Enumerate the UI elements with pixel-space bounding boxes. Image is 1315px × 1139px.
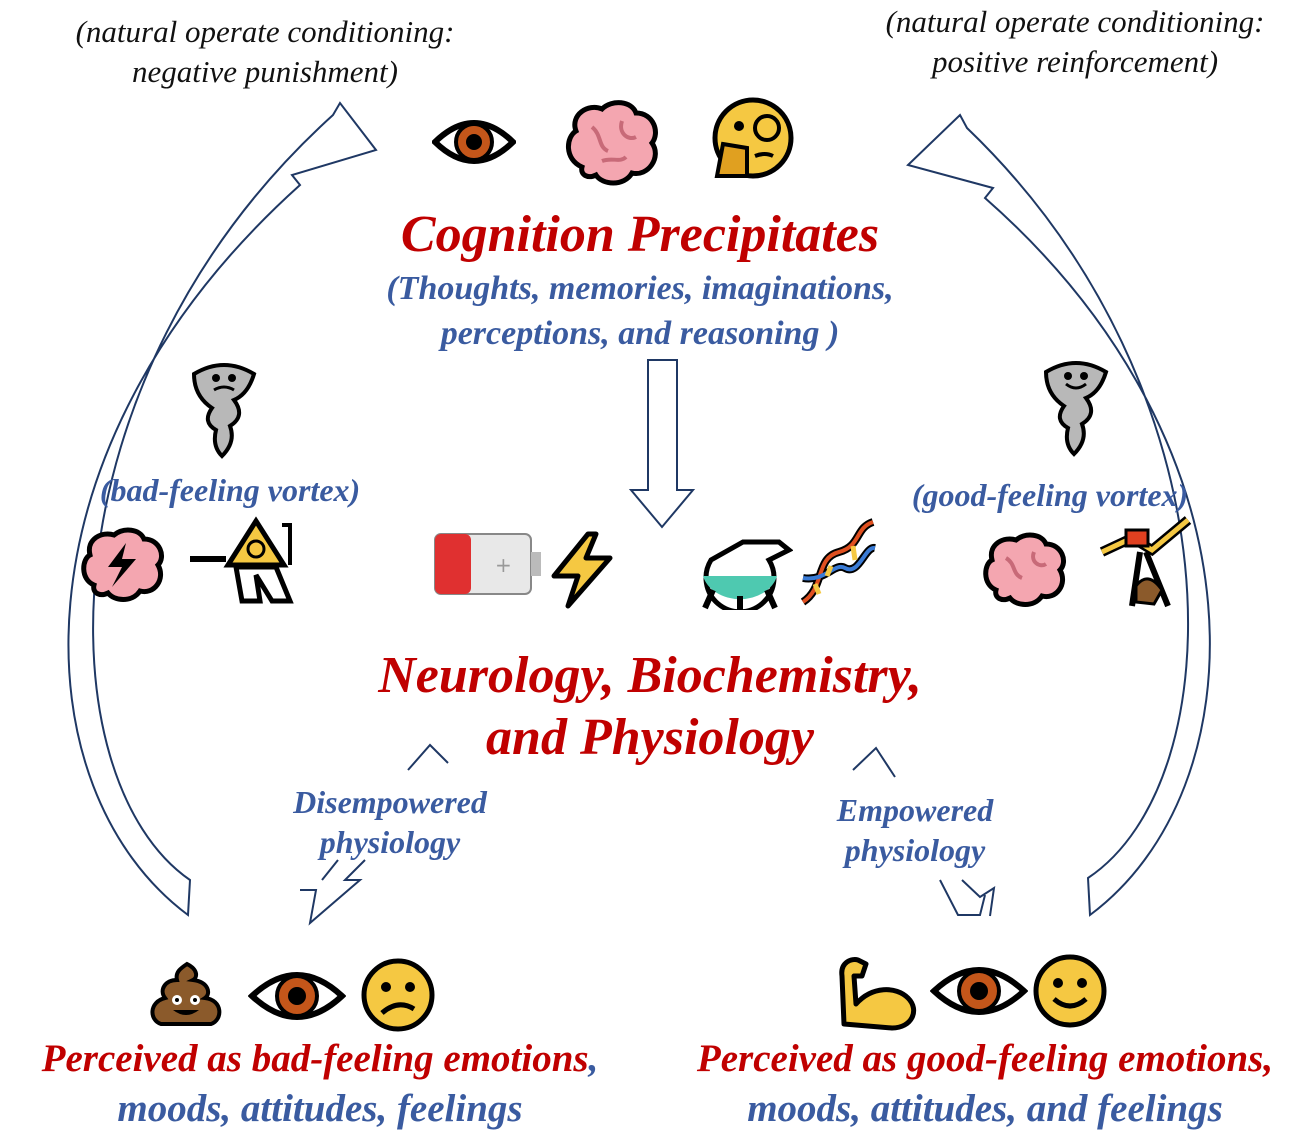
svg-text:+: +: [495, 553, 512, 577]
frowning-face-icon: [360, 957, 436, 1038]
right-conditioning-note: (natural operate conditioning: positive …: [840, 2, 1310, 82]
down-block-arrow: [628, 359, 696, 529]
cognition-subtitle: (Thoughts, memories, imaginations, perce…: [300, 266, 980, 356]
right-lower-arrow-tip: [939, 879, 986, 916]
right-note-line1: (natural operate conditioning:: [885, 4, 1265, 39]
good-feeling-caption-line2: moods, attitudes, and feelings: [747, 1087, 1223, 1130]
right-note-line2: positive reinforcement): [931, 44, 1219, 79]
good-feeling-caption-line1: Perceived as good-feeling emotions,: [696, 1037, 1274, 1080]
cognition-title: Cognition Precipitates: [400, 206, 880, 263]
eye-icon: [247, 960, 347, 1037]
brain-icon: [980, 530, 1070, 613]
eye-icon: [430, 112, 518, 177]
cartwheel-person-icon: [1092, 508, 1202, 617]
dna-icon: [795, 518, 879, 613]
left-note-line2: negative punishment): [131, 54, 398, 89]
neurology-title: Neurology, Biochemistry, and Physiology: [300, 645, 1000, 769]
right-curved-arrow: [906, 113, 1211, 917]
bad-feeling-caption-text: Perceived as bad-feeling emotions: [41, 1037, 589, 1080]
battery-icon: +: [433, 528, 543, 605]
left-upper-chevron: [407, 743, 449, 771]
bad-vortex-label: (bad-feeling vortex): [99, 472, 361, 508]
empowered-line1: Empowered: [836, 792, 994, 828]
cognition-subtitle-line2: perceptions, and reasoning ): [440, 315, 840, 352]
tornado-icon: [1040, 358, 1112, 463]
left-note-line1: (natural operate conditioning:: [75, 14, 455, 49]
left-lower-arrow-tip: [300, 859, 366, 926]
bad-feeling-caption: Perceived as bad-feeling emotions, moods…: [0, 1034, 640, 1134]
thinking-face-monocle-icon: [703, 96, 803, 185]
good-vortex-label: (good-feeling vortex): [911, 477, 1189, 513]
brain-icon: [562, 97, 662, 192]
disempowered-label: Disempowered physiology: [240, 782, 540, 862]
smiling-face-icon: [1032, 953, 1108, 1034]
brain-lightning-icon: [78, 525, 168, 608]
poop-icon: [147, 960, 225, 1037]
neurology-title-line1: Neurology, Biochemistry,: [378, 647, 922, 704]
right-upper-chevron: [852, 746, 896, 778]
empowered-label: Empowered physiology: [765, 790, 1065, 870]
bad-feeling-caption-comma: ,: [588, 1037, 599, 1080]
left-conditioning-note: (natural operate conditioning: negative …: [25, 12, 505, 92]
lightning-icon: [548, 530, 618, 615]
left-curved-arrow: [67, 101, 378, 917]
flask-icon: [693, 520, 794, 615]
eye-icon: [929, 955, 1029, 1032]
empowered-line2: physiology: [844, 832, 986, 868]
disempowered-line1: Disempowered: [293, 784, 487, 820]
flexed-biceps-icon: [836, 952, 922, 1037]
bad-feeling-caption-line2: moods, attitudes, feelings: [117, 1087, 523, 1130]
bad-feeling-caption-line1: Perceived as bad-feeling emotions,: [0, 1034, 640, 1084]
good-feeling-caption: Perceived as good-feeling emotions, mood…: [655, 1034, 1315, 1134]
disempowered-line2: physiology: [319, 824, 461, 860]
cognition-subtitle-line1: (Thoughts, memories, imaginations,: [386, 270, 894, 307]
tornado-icon: [188, 360, 260, 465]
neurology-title-line2: and Physiology: [486, 709, 814, 766]
biohazard-figure-icon: [186, 515, 296, 610]
